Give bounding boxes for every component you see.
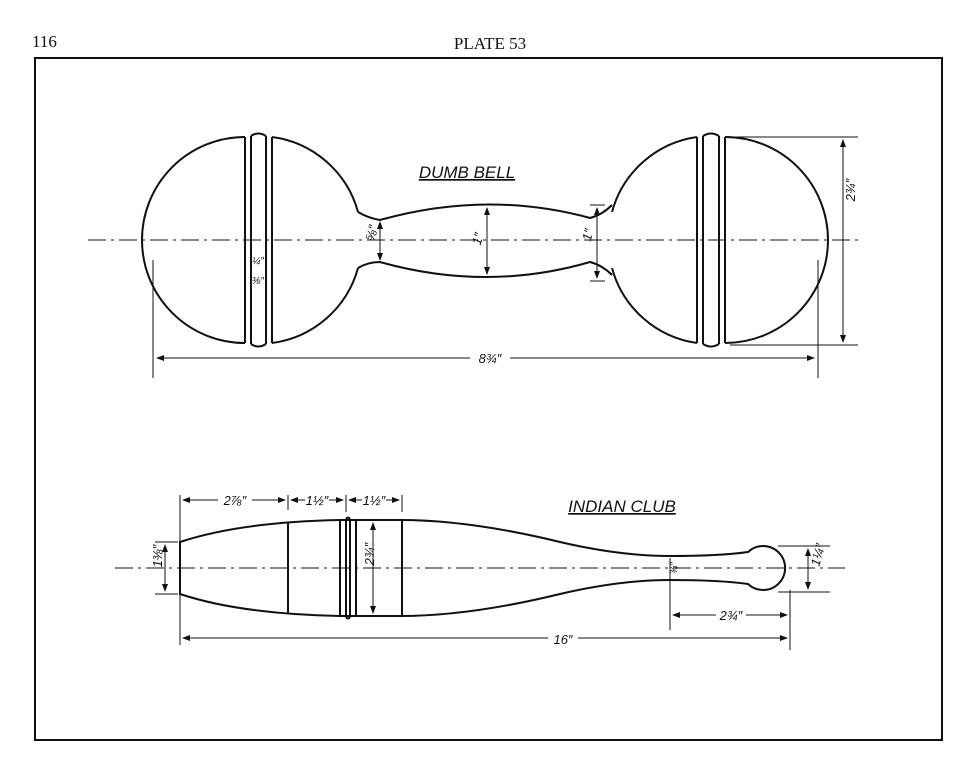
club-outline xyxy=(179,519,787,617)
handle-middle-dim: 1″ xyxy=(469,231,487,247)
section-2-dim: 1½″ xyxy=(306,493,329,508)
section-3-dim: 1½″ xyxy=(363,493,386,508)
right-ball xyxy=(611,136,829,344)
right-ball-groove xyxy=(696,132,726,348)
indian-club-title: INDIAN CLUB xyxy=(568,497,676,516)
dumb-bell-length-dim: 8¾″ xyxy=(479,351,502,366)
groove-bead-dim: ¼″ xyxy=(252,255,264,267)
ball-diameter-dim: 2¾″ xyxy=(843,178,858,202)
neck-dim: ⅝″ xyxy=(362,223,381,242)
left-ball-groove xyxy=(244,132,273,348)
knob-length-dim: 2¾″ xyxy=(719,608,743,623)
page-number: 116 xyxy=(32,32,57,51)
club-band-lines xyxy=(287,516,403,620)
end-diameter-dim: 1⅜″ xyxy=(150,544,165,567)
indian-club-drawing: 2⅞″ 1½″ 1½″ 1⅜″ 2¾″ ¾″ 1¼″ 2¾″ 16″ INDIA… xyxy=(115,490,845,650)
dumb-bell-handle xyxy=(357,203,613,278)
section-1-dim: 2⅞″ xyxy=(223,493,247,508)
knob-dim: 1¼″ xyxy=(807,542,827,568)
neck-dim-club: ¾″ xyxy=(669,562,680,574)
groove-band-dim: ⅜″ xyxy=(252,276,264,287)
max-diameter-dim: 2¾″ xyxy=(362,542,377,566)
handle-end-dim: 1″ xyxy=(579,227,597,243)
club-length-dim: 16″ xyxy=(553,632,572,647)
plate-title: PLATE 53 xyxy=(454,34,526,53)
plate-frame xyxy=(34,57,943,741)
dumb-bell-drawing: 8¾″ 2¾″ 1″ 1″ ⅝″ ¼″ ⅜″ DUMB BELL xyxy=(88,132,862,378)
dumb-bell-title: DUMB BELL xyxy=(419,163,515,182)
left-ball xyxy=(141,136,359,344)
